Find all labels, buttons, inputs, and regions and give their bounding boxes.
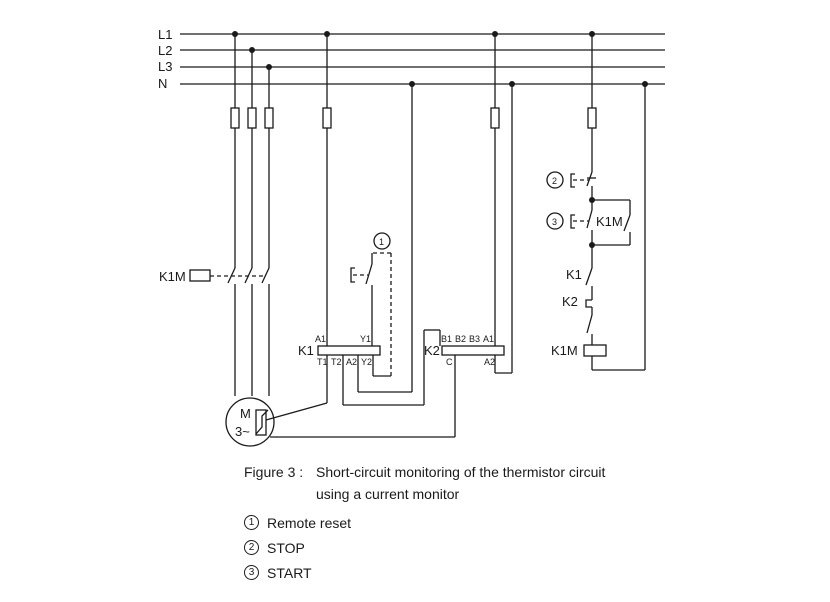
marker-reset: 1 (379, 237, 384, 247)
caption-line-1: Short-circuit monitoring of the thermist… (316, 464, 606, 480)
label-k2: K2 (424, 343, 440, 358)
legend: 1 Remote reset 2 STOP 3 START (244, 510, 351, 585)
label-motor-contactor: K1M (159, 269, 186, 284)
terminal-k2-a1: A1 (483, 334, 494, 344)
label-l1: L1 (158, 27, 172, 42)
terminal-a1: A1 (315, 334, 326, 344)
control-circuit (546, 34, 646, 371)
terminal-b2: B2 (455, 334, 466, 344)
legend-marker: 2 (244, 540, 259, 555)
main-circuit (189, 34, 274, 396)
figure-caption: Figure 3 : Short-circuit monitoring of th… (244, 461, 605, 505)
marker-start: 3 (552, 217, 557, 227)
terminal-b3: B3 (469, 334, 480, 344)
legend-label: START (267, 564, 312, 581)
label-contact-k1m: K1M (596, 214, 623, 229)
legend-marker: 3 (244, 565, 259, 580)
motor-label: M (240, 406, 251, 421)
legend-label: STOP (267, 539, 305, 556)
motor-phase-label: 3~ (235, 424, 250, 439)
label-contact-k1: K1 (566, 267, 582, 282)
label-contact-k2: K2 (562, 294, 578, 309)
marker-stop: 2 (552, 176, 557, 186)
legend-item: 3 START (244, 560, 351, 585)
motor (225, 397, 328, 447)
label-coil-k1m: K1M (551, 343, 578, 358)
label-n: N (158, 76, 167, 91)
figure-number: Figure 3 : (244, 464, 304, 480)
label-k1: K1 (298, 343, 314, 358)
terminal-y2: Y2 (361, 357, 372, 367)
legend-item: 1 Remote reset (244, 510, 351, 535)
terminal-b1: B1 (441, 334, 452, 344)
legend-label: Remote reset (267, 514, 352, 531)
terminal-t1: T1 (317, 357, 328, 367)
label-l2: L2 (158, 43, 172, 58)
terminal-t2: T2 (331, 357, 342, 367)
terminal-c: C (446, 357, 453, 367)
relay-k1 (317, 34, 441, 406)
terminal-k2-a2: A2 (484, 357, 495, 367)
terminal-y1: Y1 (360, 334, 371, 344)
legend-marker: 1 (244, 515, 259, 530)
relay-k2 (270, 34, 513, 438)
caption-line-2: using a current monitor (316, 486, 460, 502)
circuit-diagram: L1 L2 L3 N K1M (158, 27, 665, 447)
label-l3: L3 (158, 59, 172, 74)
legend-item: 2 STOP (244, 535, 351, 560)
terminal-a2: A2 (346, 357, 357, 367)
